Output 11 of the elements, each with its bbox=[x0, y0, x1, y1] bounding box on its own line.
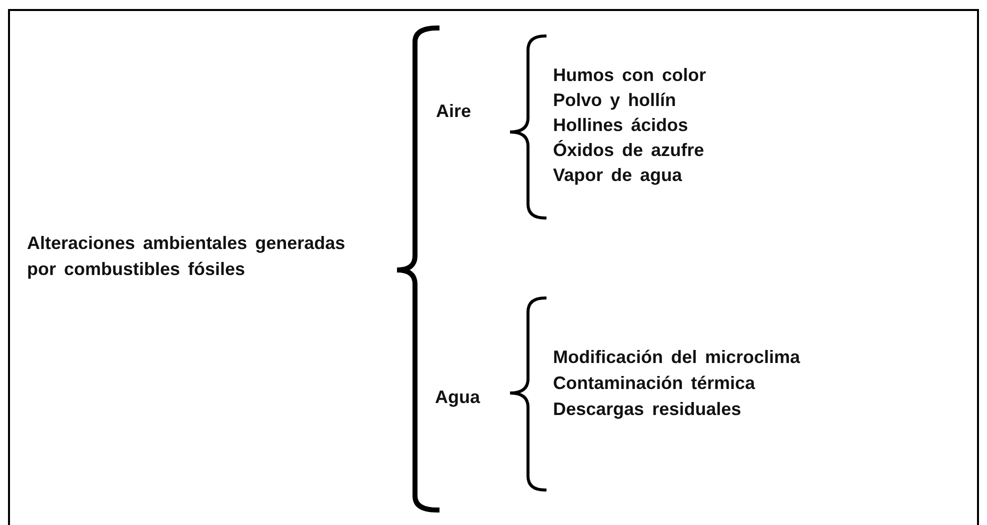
list-item-text: Hollines ácidos bbox=[553, 114, 688, 137]
list-item-text: Óxidos de azufre bbox=[553, 139, 704, 162]
list-item-text: Polvo y hollín bbox=[553, 89, 676, 112]
category-text: Agua bbox=[435, 386, 480, 409]
main-topic-text: Alteraciones ambientales generadas por combustibles fósiles bbox=[27, 232, 346, 281]
category-text: Aire bbox=[436, 100, 472, 123]
list-item-text: Humos con color bbox=[553, 64, 706, 87]
list-item-text: Vapor de agua bbox=[553, 164, 682, 187]
list-item-text: Modificación del microclima bbox=[553, 346, 800, 369]
list-item-text: Contaminación térmica bbox=[553, 372, 756, 395]
list-item-text: Descargas residuales bbox=[553, 398, 742, 421]
